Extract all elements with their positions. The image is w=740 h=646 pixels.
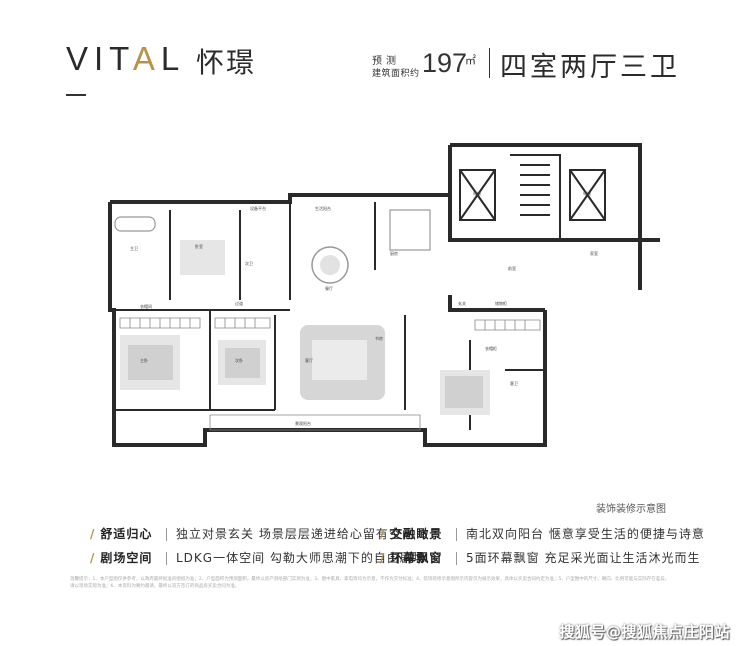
- plan-labels: 主卫 卧室 设备平台 生活阳台 餐厅 厨房 次卫 过道 衣帽间 主卧 次卧 客厅…: [130, 190, 598, 426]
- area-unit: ㎡: [465, 54, 476, 67]
- plan-furniture: [114, 209, 490, 415]
- brand-logo-cn: 怀璟: [196, 46, 257, 79]
- room-label: 次卫: [245, 260, 253, 266]
- room-label: 衣帽柜: [485, 345, 497, 351]
- plan-caption: 装饰装修示意图: [596, 504, 666, 515]
- brand-latin-post: L: [160, 40, 186, 77]
- area-label-line2: 建筑面积约: [372, 69, 420, 79]
- feature-title: 舒适归心: [100, 527, 153, 541]
- slash-icon: /: [380, 551, 385, 565]
- feature-desc: 南北双向阳台 惬意享受生活的便捷与诗意: [466, 527, 705, 541]
- area-block: 预测 建筑面积约 197 ㎡: [372, 48, 482, 82]
- room-label: 卧室: [195, 243, 203, 249]
- area-label-line1: 预测: [372, 56, 400, 67]
- feature-desc: 5面环幕飘窗 充足采光面让生活沐光而生: [466, 551, 701, 565]
- room-label: 过道: [235, 300, 243, 306]
- room-label: 生活阳台: [315, 205, 331, 211]
- room-label: 客卫: [510, 380, 518, 386]
- room-label: 储物柜: [495, 300, 507, 306]
- feature-divider: [166, 528, 167, 541]
- room-label: 家室: [590, 250, 598, 256]
- watermark: 搜狐号@搜狐焦点庄阳站: [559, 623, 730, 641]
- feature-divider: [166, 552, 167, 565]
- feature-divider: [456, 528, 457, 541]
- feature-4: / 环幕飘窗: [380, 549, 442, 566]
- brand-latin-pre: VIT: [66, 40, 133, 77]
- slash-icon: /: [90, 527, 95, 541]
- feature-title: 剧场空间: [100, 551, 153, 565]
- header-rule: [66, 94, 86, 96]
- header: VITAL 怀璟 预测 建筑面积约 197 ㎡ 四室两厅三卫: [0, 0, 740, 100]
- slash-icon: /: [380, 527, 385, 541]
- room-label: 厨房: [390, 250, 398, 256]
- area-value: 197: [422, 48, 468, 78]
- room-label: 书房: [375, 335, 383, 341]
- room-label: 电梯: [583, 190, 591, 196]
- room-label: 前室: [508, 265, 516, 271]
- disclaimer-text: 温馨提示：1、本户型图仅供参考，以政府最终批准的图纸为准；2、户型面积为预测面积…: [70, 577, 670, 589]
- room-label: 设备平台: [250, 205, 266, 211]
- brand-latin-accent: A: [132, 40, 161, 77]
- room-label: 景观阳台: [295, 420, 311, 426]
- plan-inner-walls: [114, 154, 606, 430]
- room-label: 客厅: [305, 357, 313, 363]
- area-separator: [489, 48, 490, 78]
- plan-walls: [108, 143, 660, 447]
- brand-logo-latin: VITAL: [66, 40, 185, 78]
- room-label: 餐厅: [325, 285, 333, 291]
- room-label: 玄关: [458, 300, 466, 306]
- room-label: 主卧: [140, 357, 148, 363]
- feature-divider: [456, 552, 457, 565]
- feature-1: / 舒适归心: [90, 525, 152, 542]
- floor-plan: 主卫 卧室 设备平台 生活阳台 餐厅 厨房 次卫 过道 衣帽间 主卧 次卧 客厅…: [108, 143, 660, 447]
- feature-row-2: / 剧场空间 LDKG一体空间 勾勒大师思潮下的自由剧场 / 环幕飘窗 5面环幕飘窗…: [90, 549, 710, 569]
- plan-wardrobes: [119, 317, 541, 431]
- layout-type: 四室两厅三卫: [500, 52, 680, 83]
- feature-title: 环幕飘窗: [390, 551, 443, 565]
- room-label: 主卫: [130, 245, 138, 251]
- feature-3: / 剧场空间: [90, 549, 152, 566]
- feature-desc: 独立对景玄关 场景层层递进给心留有空间: [176, 527, 415, 541]
- room-label: 衣帽间: [140, 303, 152, 309]
- feature-row-1: / 舒适归心 独立对景玄关 场景层层递进给心留有空间 / 交融瞰景 南北双向阳台 惬…: [90, 525, 710, 545]
- feature-desc: LDKG一体空间 勾勒大师思潮下的自由剧场: [176, 551, 426, 565]
- slash-icon: /: [90, 551, 95, 565]
- room-label: 电梯: [473, 190, 481, 196]
- room-label: 次卧: [235, 357, 243, 363]
- feature-title: 交融瞰景: [390, 527, 443, 541]
- feature-2: / 交融瞰景: [380, 525, 442, 542]
